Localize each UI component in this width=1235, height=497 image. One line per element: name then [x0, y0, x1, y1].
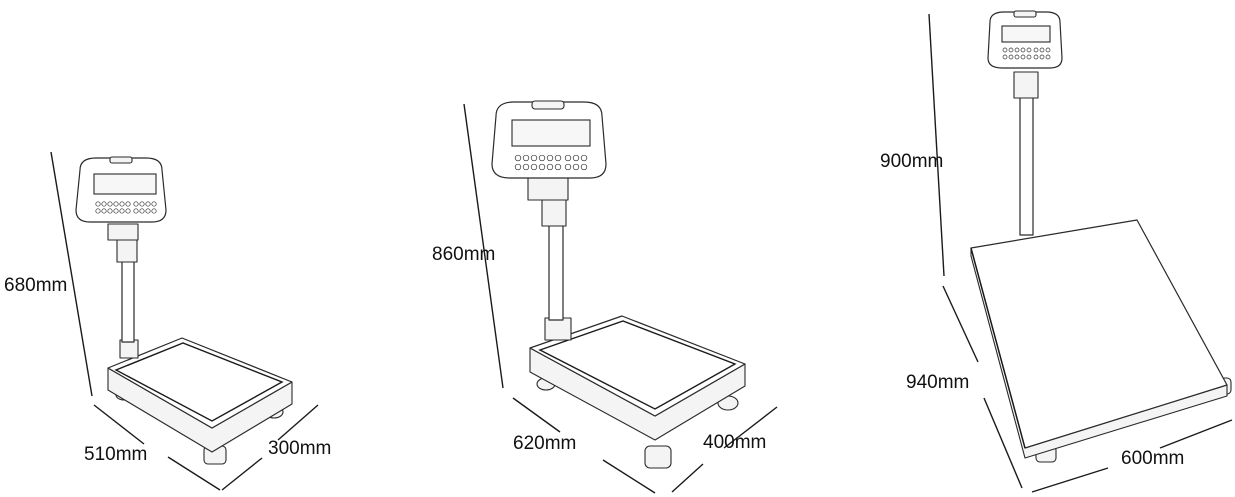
column-collar	[541, 197, 567, 227]
scale-3-width-label: 600mm	[1121, 448, 1185, 469]
scale-1-height-label: 680mm	[4, 275, 68, 296]
platform-top	[529, 315, 746, 417]
indicator-display	[1001, 25, 1051, 43]
indicator-keypad	[514, 154, 588, 171]
indicator-handle	[109, 156, 133, 164]
scale-3-length-label: 940mm	[906, 372, 970, 393]
width-dimension-line-2b	[671, 463, 704, 493]
width-dimension-line-3a	[1159, 419, 1233, 449]
indicator-keypad	[1002, 47, 1051, 60]
column-base	[544, 317, 572, 341]
scale-2	[463, 100, 778, 494]
column	[1019, 94, 1034, 236]
length-dimension-line-3a	[942, 285, 979, 363]
indicator-display	[511, 119, 591, 147]
width-dimension-line-1b	[221, 457, 263, 491]
length-dimension-line-3b	[983, 397, 1023, 489]
width-dimension-line-1a	[277, 404, 319, 441]
indicator-display	[93, 173, 157, 195]
height-dimension-line-2	[463, 103, 504, 389]
foot	[644, 445, 672, 469]
scale-1	[50, 151, 319, 491]
length-dimension-line-1b	[167, 456, 221, 491]
platform-top	[107, 337, 293, 429]
indicator-handle	[531, 100, 565, 110]
length-dimension-line-1a	[93, 404, 145, 445]
indicator-keypad	[95, 201, 157, 214]
width-dimension-line-2a	[723, 406, 778, 449]
column-base	[119, 339, 139, 359]
height-dimension-line-1	[50, 151, 93, 397]
platform-top	[970, 219, 1228, 449]
scale-2-height-label: 860mm	[432, 244, 496, 265]
length-dimension-line-2b	[602, 459, 656, 494]
scale-2-length-label: 620mm	[513, 433, 577, 454]
length-dimension-line-2a	[512, 397, 561, 433]
column	[548, 221, 564, 321]
indicator-handle	[1013, 10, 1037, 18]
column-collar	[1013, 71, 1039, 99]
height-dimension-line-3	[928, 13, 945, 277]
scale-3	[928, 10, 1233, 493]
scale-1-length-label: 510mm	[84, 444, 148, 465]
scale-2-width-label: 400mm	[703, 432, 767, 453]
bracket	[527, 177, 569, 201]
scale-1-width-label: 300mm	[268, 438, 332, 459]
width-dimension-line-3b	[1031, 467, 1109, 493]
scale-3-height-label: 900mm	[880, 151, 944, 172]
bracket	[107, 223, 139, 241]
